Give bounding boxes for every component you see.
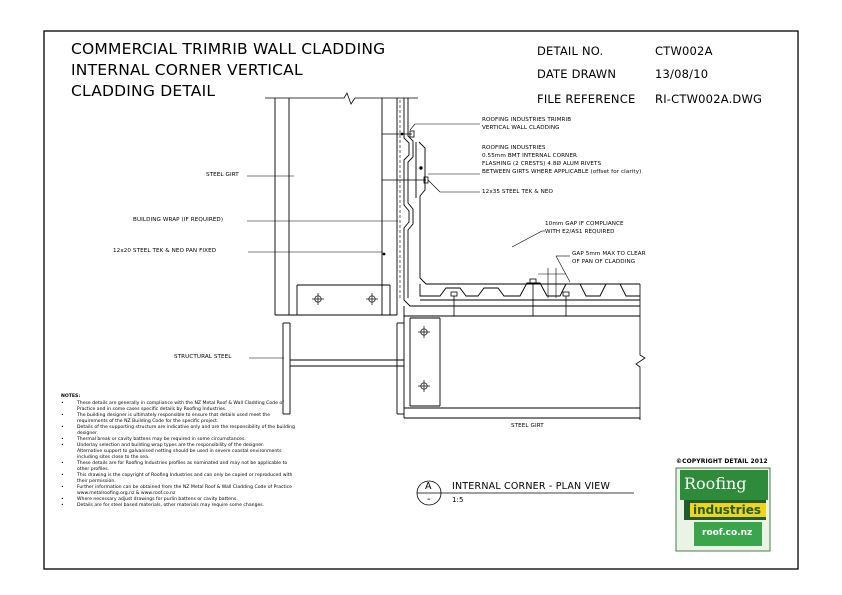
note-line: designer. [77, 431, 98, 436]
label-structural-steel: STRUCTURAL STEEL [174, 354, 232, 360]
label-gap-max-2: OF PAN OF CLADDING [572, 259, 636, 265]
label-building-wrap: BUILDING WRAP (IF REQUIRED) [133, 217, 224, 223]
note-line: Practice and in some cases specific deta… [77, 407, 227, 412]
note-bullet: • [61, 425, 64, 430]
break-line-right [635, 284, 646, 420]
label-steel-girt-bottom: STEEL GIRT [511, 423, 544, 429]
screws-vertical [382, 130, 429, 256]
steel-girt-horizontal [403, 306, 640, 419]
note-line: requirements of the NZ Building Code for… [77, 419, 219, 424]
file-reference-value: RI-CTW002A.DWG [655, 92, 763, 106]
vertical-cladding-profile [403, 98, 640, 307]
date-drawn-label: DATE DRAWN [537, 67, 617, 81]
title-line-3: CLADDING DETAIL [71, 82, 216, 100]
horizontal-cladding-profile [419, 282, 640, 301]
label-tek-neo: 12x35 STEEL TEK & NEO [482, 189, 554, 195]
note-line: This drawing is the copyright of Roofing… [77, 473, 293, 478]
note-line: Further information can be obtained from… [77, 485, 292, 490]
label-cladding-2: VERTICAL WALL CLADDING [482, 125, 560, 131]
structural-steel [282, 322, 404, 415]
label-cladding-1: ROOFING INDUSTRIES TRIMRIB [482, 117, 572, 123]
logo-word-roofing: Roofing [684, 474, 747, 493]
detail-no-value: CTW002A [655, 44, 713, 58]
label-gap-compliance-1: 10mm GAP IF COMPLIANCE [545, 221, 624, 227]
note-line: their permission. [77, 479, 116, 484]
note-line: Details are for steel based materials, o… [77, 503, 265, 508]
roofing-industries-logo [675, 467, 771, 552]
label-flashing-2: 0.55mm BMT INTERNAL CORNER [482, 153, 577, 159]
note-bullet: • [61, 401, 64, 406]
logo-word-industries: industries [693, 503, 761, 517]
label-flashing-3: FLASHING (2 CRESTS) 4.8Ø ALUM RIVETS [482, 161, 602, 167]
date-drawn-value: 13/08/10 [655, 67, 709, 81]
note-line: other profiles. [77, 467, 110, 472]
break-line-top [265, 92, 418, 105]
note-bullet: • [61, 485, 64, 490]
note-line: Underlay selection and building wrap typ… [77, 443, 265, 448]
detail-no-label: DETAIL NO. [537, 44, 604, 58]
view-marker [416, 480, 634, 506]
note-line: Alternative support to galvanised nettin… [77, 449, 282, 454]
label-pan-fixed: 12x20 STEEL TEK & NEO PAN FIXED [113, 248, 217, 254]
note-bullet: • [61, 413, 64, 418]
note-bullet: • [61, 443, 64, 448]
sheet-border [43, 30, 799, 570]
bolt-marks-lower [418, 326, 430, 392]
notes-heading: NOTES: [61, 394, 81, 399]
note-bullet: • [61, 473, 64, 478]
label-gap-max-1: GAP 5mm MAX TO CLEAR [572, 251, 646, 257]
label-gap-compliance-2: WITH E2/AS1 REQUIRED [545, 229, 615, 235]
note-line: Where necessary adjust drawings for purl… [77, 497, 238, 502]
note-bullet: • [61, 461, 64, 466]
dimension-marks [538, 268, 566, 298]
file-reference-label: FILE REFERENCE [537, 92, 636, 106]
steel-girt-vertical [274, 98, 398, 316]
logo-url: roof.co.nz [702, 528, 753, 538]
leader-lines [247, 123, 571, 359]
screws-horizontal [450, 278, 570, 316]
note-line: These details are generally in complianc… [77, 401, 284, 406]
copyright-text: ©COPYRIGHT DETAIL 2012 [676, 458, 768, 465]
note-line: including sites close to the sea. [77, 455, 150, 460]
view-scale: 1:5 [452, 496, 464, 504]
note-bullet: • [61, 503, 64, 508]
note-bullet: • [61, 497, 64, 502]
label-steel-girt-left: STEEL GIRT [206, 172, 239, 178]
note-line: The building designer is ultimately resp… [77, 413, 271, 418]
label-flashing-4: BETWEEN GIRTS WHERE APPLICABLE (offset f… [482, 169, 642, 175]
note-line: Details of the supporting structure are … [77, 425, 295, 430]
note-line: Thermal break or cavity battens may be r… [77, 437, 246, 442]
title-line-1: COMMERCIAL TRIMRIB WALL CLADDING [71, 40, 386, 58]
view-title: INTERNAL CORNER - PLAN VIEW [452, 481, 611, 492]
bolt-marks-upper [312, 293, 378, 305]
label-flashing-1: ROOFING INDUSTRIES [482, 145, 546, 151]
note-line: These details are for Roofing Industries… [77, 461, 288, 466]
view-marker-letter: A [425, 481, 432, 492]
note-bullet: • [61, 437, 64, 442]
note-line: www.metalroofing.org.nz & www.roof.co.nz [77, 491, 176, 496]
view-marker-bottom: - [427, 494, 431, 505]
title-line-2: INTERNAL CORNER VERTICAL [71, 61, 303, 79]
